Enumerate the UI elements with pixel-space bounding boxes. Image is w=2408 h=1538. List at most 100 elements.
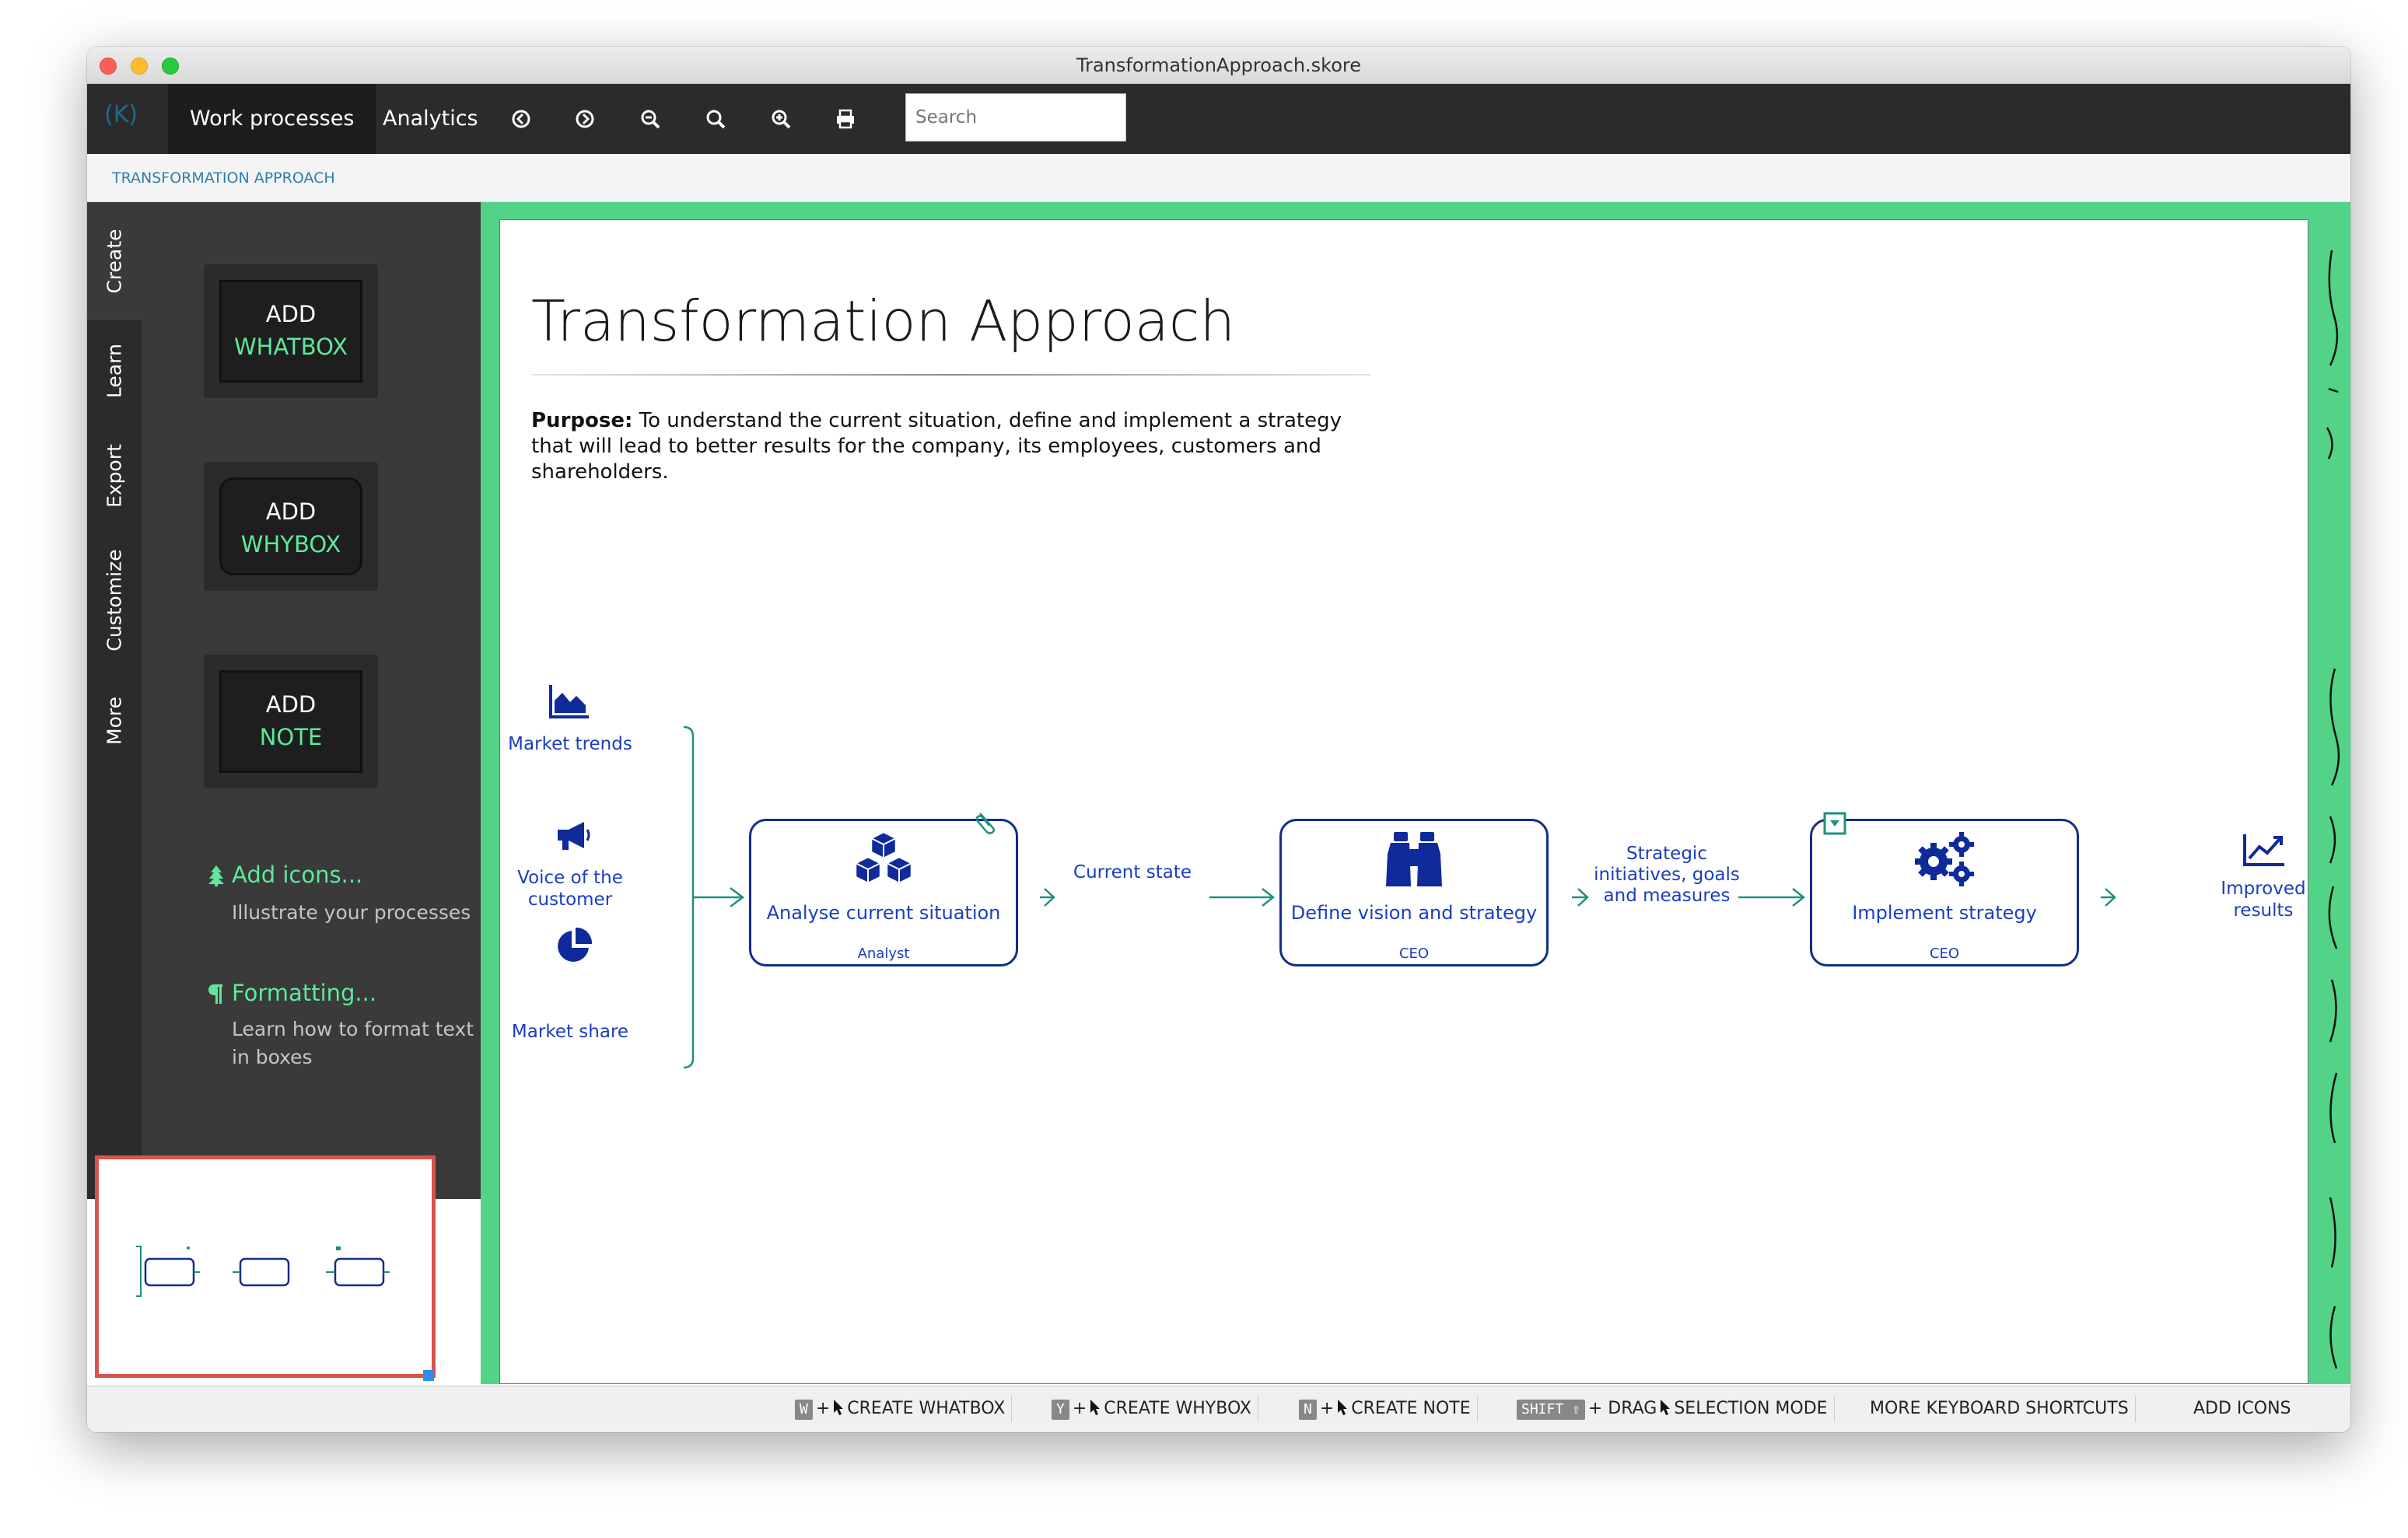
close-window-button[interactable]	[100, 58, 117, 75]
process-page[interactable]: Transformation Approach Purpose: To unde…	[499, 219, 2308, 1384]
add-whybox-line2: WHYBOX	[240, 531, 341, 558]
output-improved-results[interactable]: Improved results	[2221, 879, 2306, 921]
side-tab-more-label: More	[103, 697, 126, 745]
title-underline	[531, 374, 1371, 376]
page-title[interactable]: Transformation Approach	[531, 288, 1236, 354]
shortcut-y-key: Y	[1052, 1400, 1069, 1420]
add-whatbox-line1: ADD	[265, 301, 317, 327]
whatbox-define-vision[interactable]: Define vision and strategy CEO	[1279, 819, 1549, 966]
zoom-window-button[interactable]	[162, 58, 179, 75]
shortcut-create-note[interactable]: N+CREATE NOTE	[1293, 1396, 1478, 1422]
cursor-icon	[1090, 1400, 1101, 1415]
add-whatbox-button[interactable]: ADD WHATBOX	[204, 264, 378, 398]
flow-current-state[interactable]: Current state	[1073, 862, 1192, 883]
shortcut-create-whatbox[interactable]: W+CREATE WHATBOX	[789, 1396, 1013, 1422]
print-icon[interactable]	[834, 107, 857, 131]
add-whybox-button[interactable]: ADD WHYBOX	[204, 462, 378, 591]
pilcrow-icon	[208, 984, 222, 1004]
side-tab-export-label: Export	[103, 444, 126, 508]
whatbox-implement-strategy-role: CEO	[1929, 946, 1960, 962]
app-window: TransformationApproach.skore (K) Work pr…	[87, 47, 2350, 1432]
side-tab-more[interactable]: More	[87, 670, 142, 771]
back-icon[interactable]	[509, 107, 533, 131]
create-panel: ADD WHATBOX ADD WHYBOX ADD NOTE Add icon…	[142, 202, 481, 1199]
breadcrumb[interactable]: TRANSFORMATION APPROACH	[112, 170, 335, 187]
side-tab-strip: Create Learn Export Customize More	[87, 202, 142, 1199]
pie-chart-icon	[558, 928, 592, 962]
more-keyboard-shortcuts-link[interactable]: MORE KEYBOARD SHORTCUTS	[1864, 1396, 2136, 1422]
add-note-shape: ADD NOTE	[219, 670, 362, 773]
whatbox-define-vision-label: Define vision and strategy	[1290, 902, 1538, 924]
status-bar: W+CREATE WHATBOX Y+CREATE WHYBOX N+CREAT…	[87, 1386, 2350, 1432]
zoom-fit-icon[interactable]	[704, 107, 727, 131]
input-market-share[interactable]: Market share	[511, 1022, 629, 1042]
title-bar: TransformationApproach.skore	[87, 47, 2350, 84]
sketch-background	[2326, 250, 2340, 1369]
add-whatbox-shape: ADD WHATBOX	[219, 280, 362, 383]
whatbox-analyse-label: Analyse current situation	[766, 902, 1001, 924]
paperclip-icon[interactable]	[974, 809, 1000, 835]
shortcut-n-text: CREATE NOTE	[1351, 1399, 1471, 1418]
add-whybox-line1: ADD	[265, 498, 317, 525]
whatbox-analyse[interactable]: Analyse current situation Analyst	[749, 813, 1018, 966]
purpose-text[interactable]: Purpose: To understand the current situa…	[531, 408, 1379, 485]
add-icons-link[interactable]: Add icons...	[232, 862, 363, 888]
side-tab-learn-label: Learn	[103, 344, 126, 398]
formatting-description: Learn how to format text in boxes	[232, 1018, 474, 1068]
cursor-icon	[1338, 1400, 1348, 1415]
line-chart-icon	[2243, 834, 2284, 866]
diagram-connectors	[683, 725, 2116, 1069]
tab-work-processes[interactable]: Work processes	[168, 84, 376, 154]
megaphone-icon	[558, 822, 590, 850]
shortcut-shift-key: SHIFT ⇧	[1517, 1400, 1585, 1420]
shortcut-shift-drag: + DRAG	[1587, 1399, 1657, 1418]
flow-strategic-initiatives[interactable]: Strategic initiatives, goals and measure…	[1594, 844, 1740, 906]
side-tab-export[interactable]: Export	[87, 421, 142, 530]
cursor-icon	[834, 1400, 844, 1415]
shortcut-w-text: CREATE WHATBOX	[847, 1399, 1006, 1418]
shortcut-create-whybox[interactable]: Y+CREATE WHYBOX	[1045, 1396, 1258, 1422]
whatbox-implement-strategy[interactable]: Implement strategy CEO	[1810, 812, 2079, 966]
side-tab-customize-label: Customize	[103, 549, 126, 652]
search-input[interactable]	[905, 93, 1126, 142]
process-diagram: Market trends Voice of the customer Mark…	[500, 220, 2309, 1385]
purpose-label: Purpose:	[531, 409, 633, 432]
add-whybox-shape: ADD WHYBOX	[219, 477, 362, 575]
input-voice-of-customer[interactable]: Voice of the customer	[517, 868, 623, 910]
zoom-in-icon[interactable]	[769, 107, 793, 131]
input-market-trends[interactable]: Market trends	[508, 734, 632, 754]
add-icons-button[interactable]: ADD ICONS	[2193, 1399, 2291, 1418]
minimap[interactable]	[95, 1155, 436, 1378]
gears-icon	[1915, 832, 1974, 886]
side-tab-customize[interactable]: Customize	[87, 530, 142, 670]
forward-icon[interactable]	[573, 107, 597, 131]
add-icons-description: Illustrate your processes	[232, 901, 471, 924]
whatbox-define-vision-role: CEO	[1398, 946, 1430, 962]
dropdown-marker-icon[interactable]	[1823, 812, 1846, 835]
minimap-resize-handle[interactable]	[423, 1370, 434, 1381]
breadcrumb-bar: TRANSFORMATION APPROACH	[87, 154, 2350, 202]
purpose-description: To understand the current situation, def…	[531, 409, 1342, 484]
formatting-link[interactable]: Formatting...	[232, 980, 377, 1006]
zoom-out-icon[interactable]	[639, 107, 662, 131]
shortcut-n-key: N	[1299, 1400, 1317, 1420]
add-note-line2: NOTE	[259, 724, 323, 750]
whatbox-analyse-role: Analyst	[857, 946, 910, 962]
add-note-line1: ADD	[265, 691, 317, 718]
side-tab-create-label: Create	[103, 229, 126, 294]
shortcut-y-text: CREATE WHYBOX	[1104, 1399, 1251, 1418]
add-whatbox-line2: WHATBOX	[233, 334, 348, 360]
minimize-window-button[interactable]	[131, 58, 148, 75]
main-toolbar: (K) Work processes Analytics	[87, 84, 2350, 154]
side-tab-create[interactable]: Create	[87, 202, 142, 320]
cursor-icon	[1661, 1400, 1671, 1415]
side-tab-learn[interactable]: Learn	[87, 320, 142, 421]
shortcut-w-key: W	[795, 1400, 813, 1420]
minimap-preview	[136, 1246, 390, 1297]
binoculars-icon	[1386, 832, 1442, 886]
tab-analytics[interactable]: Analytics	[383, 107, 478, 131]
add-note-button[interactable]: ADD NOTE	[204, 655, 378, 788]
app-logo[interactable]: (K)	[104, 101, 138, 128]
tree-icon	[208, 865, 224, 886]
